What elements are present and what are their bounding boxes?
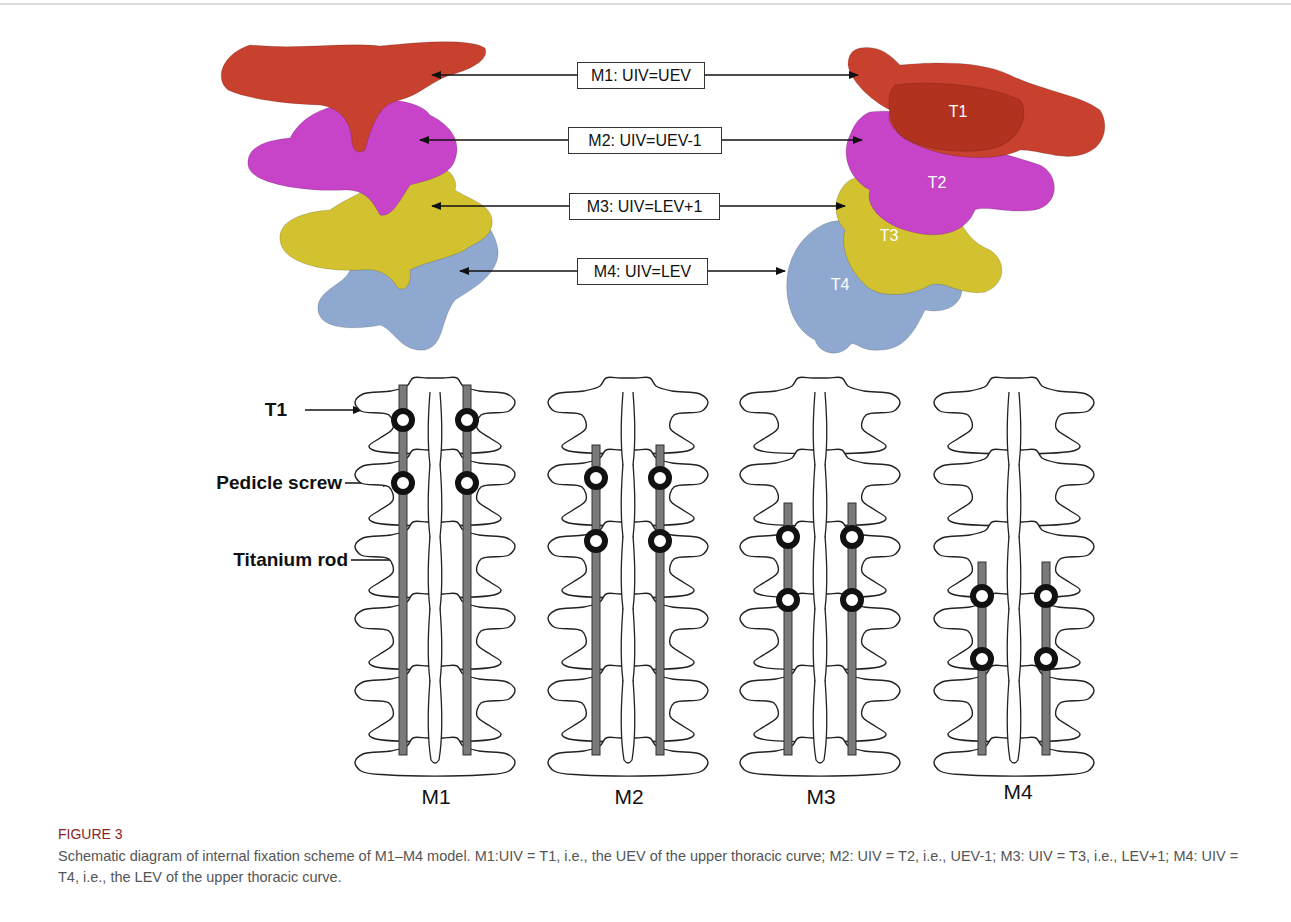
spinous-process: [813, 536, 827, 619]
model-label: M2: [614, 785, 643, 809]
scheme-label: M3: UIV=LEV+1: [579, 198, 711, 216]
spinous-process: [1007, 536, 1021, 619]
pedicle-screw: [973, 650, 991, 668]
spinous-process: [1007, 464, 1021, 547]
scheme-box: M2: UIV=UEV-1: [568, 127, 722, 154]
pedicle-screw: [1037, 587, 1055, 605]
figure-caption: Schematic diagram of internal fixation s…: [58, 846, 1243, 888]
spinous-process: [1007, 680, 1021, 763]
titanium-rod: [463, 385, 471, 755]
spinous-process: [621, 464, 635, 547]
pedicle-screw: [843, 591, 861, 609]
scheme-box: M3: UIV=LEV+1: [569, 193, 720, 220]
pedicle-screw: [587, 532, 605, 550]
pedicle-screw: [651, 532, 669, 550]
spinous-process: [428, 680, 442, 763]
part-label: Pedicle screw: [216, 472, 342, 494]
spinous-process: [621, 680, 635, 763]
spinous-process: [813, 608, 827, 691]
spinous-process: [621, 608, 635, 691]
model-label: M1: [421, 785, 450, 809]
scheme-label: M1: UIV=UEV: [583, 67, 699, 85]
frontal-vertebrae: [787, 47, 1105, 353]
model-label: M3: [806, 785, 835, 809]
spinous-process: [621, 536, 635, 619]
pedicle-screw: [587, 469, 605, 487]
level-label: T1: [265, 399, 287, 421]
pedicle-screw: [458, 474, 476, 492]
spinous-process: [813, 392, 827, 475]
pedicle-screw: [458, 411, 476, 429]
spinous-process: [813, 464, 827, 547]
spinous-process: [428, 392, 442, 475]
spinous-process: [813, 680, 827, 763]
spine-schematics: [355, 377, 1094, 776]
vertebra-label: T3: [880, 227, 899, 245]
titanium-rod: [592, 445, 600, 755]
spinous-process: [1007, 392, 1021, 475]
pedicle-screw: [779, 591, 797, 609]
spinous-process: [621, 392, 635, 475]
vertebra-label: T2: [928, 174, 947, 192]
scheme-label: M4: UIV=LEV: [586, 263, 699, 281]
pedicle-screw: [973, 587, 991, 605]
pedicle-screw: [651, 469, 669, 487]
figure-title: FIGURE 3: [58, 826, 123, 842]
titanium-rod: [399, 385, 407, 755]
top-rule: [0, 4, 1291, 5]
pedicle-screw: [1037, 650, 1055, 668]
pedicle-screw: [843, 528, 861, 546]
part-label: Titanium rod: [233, 549, 348, 571]
spinous-process: [428, 464, 442, 547]
scheme-box: M4: UIV=LEV: [577, 258, 708, 285]
vertebra-label: T1: [949, 103, 968, 121]
lateral-vertebrae: [221, 42, 498, 350]
pedicle-screw: [394, 474, 412, 492]
spinous-process: [1007, 608, 1021, 691]
scheme-label: M2: UIV=UEV-1: [580, 132, 709, 150]
model-label: M4: [1003, 780, 1032, 804]
pedicle-screw: [779, 528, 797, 546]
spinous-process: [428, 608, 442, 691]
titanium-rod: [656, 445, 664, 755]
pedicle-screw: [394, 411, 412, 429]
spinous-process: [428, 536, 442, 619]
scheme-box: M1: UIV=UEV: [577, 62, 705, 89]
vertebra-label: T4: [831, 276, 850, 294]
